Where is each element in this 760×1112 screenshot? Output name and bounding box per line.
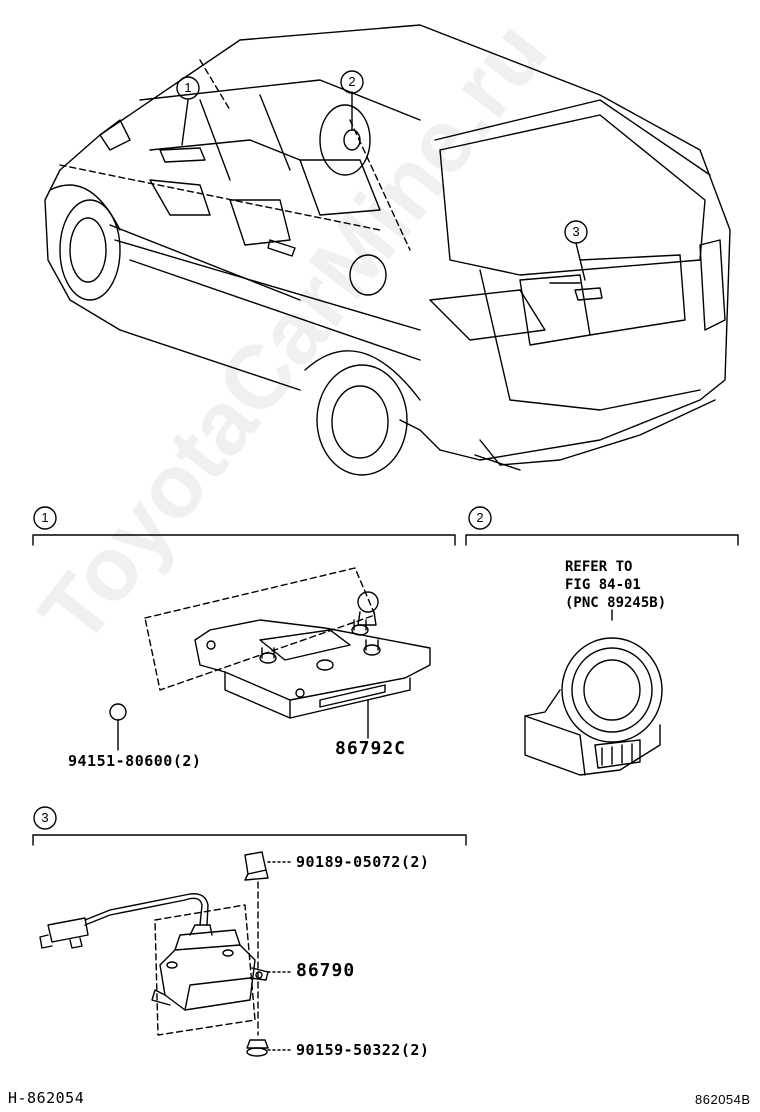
- callout-2-circle: [340, 70, 364, 94]
- refer-line-2: FIG 84-01: [565, 577, 641, 593]
- part-label-86790: 86790: [296, 960, 356, 981]
- part-label-94151-80600: 94151-80600(2): [68, 752, 202, 770]
- part-86792c-illustration: [109, 567, 431, 751]
- section-3-number: 3: [41, 810, 49, 825]
- section-2-number: 2: [476, 510, 484, 525]
- vehicle-illustration: [44, 24, 731, 476]
- callout-3-circle: [564, 220, 588, 244]
- callout-1-label: 1: [184, 80, 192, 95]
- section-1-number: 1: [41, 510, 49, 525]
- part-label-90189-05072: 90189-05072(2): [296, 853, 430, 871]
- footer-left-code: H-862054: [8, 1089, 85, 1107]
- part-86790-illustration: [39, 851, 293, 1057]
- part-label-86792c: 86792C: [335, 738, 407, 759]
- section-frames: [32, 506, 739, 846]
- callout-1-circle: [176, 76, 200, 100]
- spiral-cable-illustration: [524, 609, 663, 776]
- refer-line-1: REFER TO: [565, 559, 633, 575]
- refer-line-3: (PNC 89245B): [565, 595, 667, 611]
- callout-2-label: 2: [348, 74, 356, 89]
- part-label-90159-50322: 90159-50322(2): [296, 1041, 430, 1059]
- footer-right-code: 862054B: [695, 1092, 751, 1107]
- refer-note: REFER TO FIG 84-01 (PNC 89245B): [565, 558, 666, 612]
- callout-3-label: 3: [572, 224, 580, 239]
